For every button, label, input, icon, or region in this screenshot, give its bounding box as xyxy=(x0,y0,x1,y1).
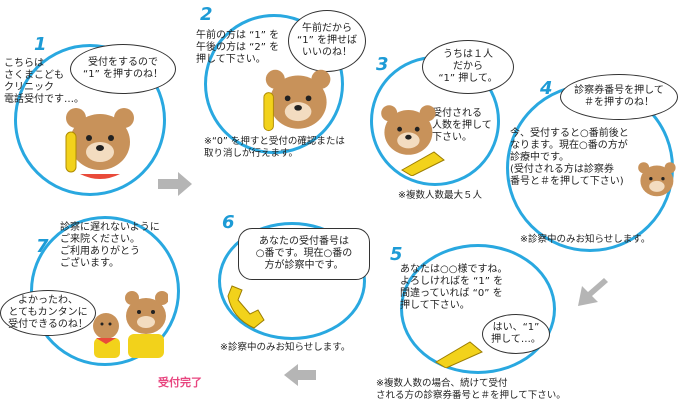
step-6-phone-handset-icon xyxy=(227,285,265,329)
step-2-speech-bubble: 午前だから “1” を押せば いいのね！ xyxy=(288,10,366,72)
step-2-number: 2 xyxy=(200,4,213,25)
step-7-speech-bubble: よかったわ、 とてもカンタンに 受付できるのね！ xyxy=(0,290,96,336)
step-1-text: こちらは さくまこども クリニック 電話受付です…。 xyxy=(4,58,84,105)
flow-arrow-down-left xyxy=(578,278,608,306)
step-7-bears-illustration xyxy=(93,291,168,358)
step-7-number: 7 xyxy=(36,236,49,257)
step-7-text: 診察に遅れないように ご来院ください。 ご利用ありがとう ございます。 xyxy=(60,222,160,269)
step-3-note: ※複数人数最大５人 xyxy=(398,190,482,201)
step-5-phone-keypad-icon xyxy=(435,341,483,368)
reception-complete-label: 受付完了 xyxy=(158,376,202,389)
step-5-number: 5 xyxy=(390,244,403,265)
step-4-note: ※診察中のみお知らせします。 xyxy=(520,234,651,245)
step-4-bear-illustration xyxy=(638,162,676,197)
step-5-note: ※複数人数の場合、続けて受付 される方の診察券番号と＃を押して下さい。 xyxy=(376,378,566,401)
step-1-speech-bubble: 受付をするので “1” を押すのね！ xyxy=(70,44,176,94)
step-2-bear-phone-illustration xyxy=(263,69,331,132)
step-5-text: あなたは○○様ですね。 よろしければを “1” を 間違っていれば “0” を … xyxy=(400,264,508,311)
step-3-speech-bubble: うちは１人 だから “1” 押して。 xyxy=(422,40,514,94)
step-6-number: 6 xyxy=(222,212,235,233)
step-6-note: ※診察中のみお知らせします。 xyxy=(220,342,351,353)
flow-arrow-left xyxy=(284,364,316,386)
step-4-speech-bubble: 診察券番号を押して ＃を押すのね！ xyxy=(560,74,678,120)
step-3-number: 3 xyxy=(376,54,389,75)
step-4-number: 4 xyxy=(540,78,553,99)
step-3-bear-phone-illustration xyxy=(381,105,436,155)
step-6-speech-bubble: あなたの受付番号は ○番です。現在○番の 方が診察中です。 xyxy=(238,228,370,280)
step-2-note: ※“0” を押すと受付の確認または 取り消しが行えます。 xyxy=(204,136,345,159)
step-1-number: 1 xyxy=(34,34,47,55)
step-1-bear-phone-illustration xyxy=(65,108,134,179)
step-3-text: 受付される 人数を押して 下さい。 xyxy=(432,108,492,143)
step-4-text: 今、受付すると○番前後と なります。現在○番の方が 診療中です。 (受付される方… xyxy=(510,128,629,187)
flow-arrow-right-1 xyxy=(158,172,192,196)
step-5-speech-bubble: はい、“1” 押して…。 xyxy=(482,314,550,354)
step-2-text: 午前の方は “1” を 午後の方は “2” を 押して下さい。 xyxy=(196,30,280,65)
step-3-phone-keypad-icon xyxy=(401,151,445,176)
